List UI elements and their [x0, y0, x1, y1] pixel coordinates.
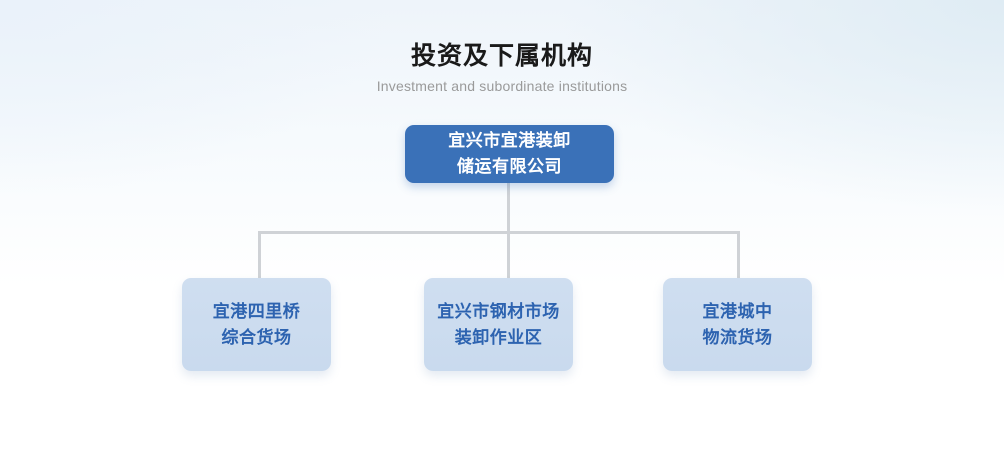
- org-node-root[interactable]: 宜兴市宜港装卸 储运有限公司: [405, 125, 614, 183]
- page-header: 投资及下属机构 Investment and subordinate insti…: [0, 40, 1004, 96]
- org-node-child-3-label: 宜港城中 物流货场: [702, 301, 773, 347]
- connector-child-3-vertical: [737, 231, 740, 279]
- org-node-child-1[interactable]: 宜港四里桥 综合货场: [182, 278, 331, 371]
- org-node-root-label: 宜兴市宜港装卸 储运有限公司: [448, 131, 571, 176]
- connector-root-vertical: [507, 182, 510, 233]
- org-node-child-2-label: 宜兴市钢材市场 装卸作业区: [437, 301, 560, 347]
- org-node-child-1-label: 宜港四里桥 综合货场: [212, 301, 301, 347]
- page-title: 投资及下属机构: [410, 42, 593, 70]
- org-node-child-3[interactable]: 宜港城中 物流货场: [663, 278, 812, 371]
- org-node-child-2[interactable]: 宜兴市钢材市场 装卸作业区: [424, 278, 573, 371]
- page-subtitle: Investment and subordinate institutions: [376, 78, 628, 94]
- connector-child-2-vertical: [507, 231, 510, 279]
- connector-child-1-vertical: [258, 231, 261, 279]
- connector-horizontal-bus: [258, 231, 740, 234]
